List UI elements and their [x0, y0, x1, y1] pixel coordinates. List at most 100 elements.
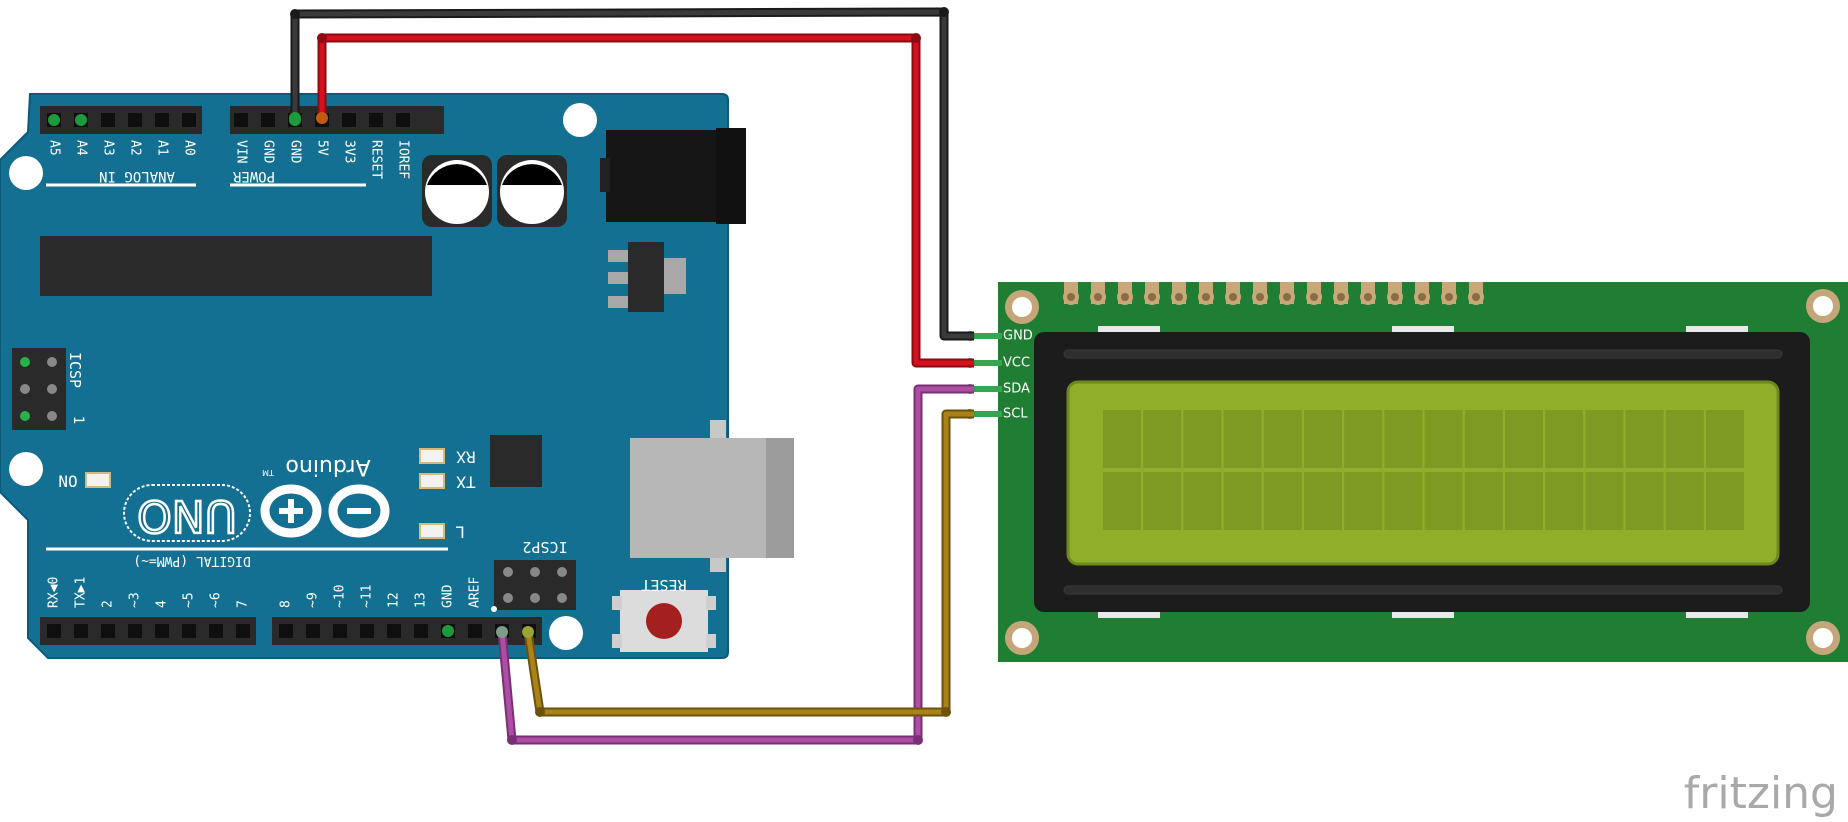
- lcd-char-cell: [1545, 410, 1584, 468]
- fritzing-watermark: fritzing: [1684, 768, 1838, 819]
- analog-pin-label: A3: [101, 140, 116, 156]
- led-tx-label: TX: [456, 473, 476, 492]
- header-pin: [387, 624, 401, 638]
- capacitor: [497, 155, 567, 227]
- analog-pin-label: A2: [128, 140, 143, 156]
- icsp-pin1-label: 1: [70, 416, 86, 424]
- uno-badge: UNO: [123, 484, 251, 542]
- lcd-char-cell: [1304, 410, 1342, 468]
- header-pin: [182, 113, 196, 127]
- header-pin: [279, 624, 293, 638]
- lcd-pin: [966, 386, 1002, 392]
- lcd-char-cell: [1706, 472, 1744, 530]
- digital-pin-label: ~5: [182, 592, 197, 608]
- lcd-char-cell: [1384, 410, 1423, 468]
- analog-in-label: ANALOG IN: [99, 168, 175, 184]
- lcd-char-cell: [1263, 472, 1302, 530]
- led-rx-label: RX: [456, 448, 476, 467]
- analog-pin-label: A4: [74, 140, 89, 156]
- lcd-top-pads: [1063, 282, 1484, 305]
- aref-marker: [491, 606, 497, 612]
- digital-pin-label: ~3: [128, 592, 143, 608]
- digital-pin-label: 2: [101, 600, 116, 608]
- lcd-pin-label-sda: SDA: [1003, 382, 1030, 397]
- lcd-char-cell: [1344, 472, 1383, 530]
- header-pin: [333, 624, 347, 638]
- power-pin-label: VIN: [234, 140, 249, 163]
- lcd-char-cell: [1665, 410, 1704, 468]
- lcd-pin-label-vcc: VCC: [1003, 356, 1030, 371]
- digital-pin-label: GND: [441, 584, 456, 608]
- header-pin: [155, 113, 169, 127]
- header-pin: [234, 113, 248, 127]
- analog-pin-label: A1: [155, 140, 170, 156]
- icsp-label: ICSP: [66, 352, 84, 388]
- digital-pin-label: 4: [155, 600, 170, 608]
- analog-header: [40, 106, 202, 134]
- header-pin: [209, 624, 223, 638]
- led-tx: [419, 473, 445, 489]
- digital-pin-label: 8: [279, 600, 294, 608]
- voltage-regulator: [608, 242, 686, 312]
- led-on: [85, 472, 111, 488]
- lcd-char-cell: [1183, 410, 1222, 468]
- power-pin-label: RESET: [369, 140, 384, 179]
- power-header: [230, 106, 444, 134]
- wires: [289, 7, 974, 745]
- header-pin: [360, 624, 374, 638]
- digital-pin-label: AREF: [468, 577, 483, 608]
- header-pin: [128, 113, 142, 127]
- lcd-char-cell: [1143, 472, 1182, 530]
- header-pin: [236, 624, 250, 638]
- header-pin: [182, 624, 196, 638]
- power-pin-label: GND: [288, 140, 303, 164]
- lcd-char-cell: [1585, 472, 1624, 530]
- usb-chip: [490, 435, 542, 487]
- lcd-char-cell: [1263, 410, 1302, 468]
- lcd-char-cell: [1505, 410, 1543, 468]
- lcd-char-cell: [1464, 410, 1503, 468]
- lcd-char-cell: [1585, 410, 1624, 468]
- digital-pin-label: ~6: [209, 592, 224, 608]
- infinity-logo-icon: [260, 484, 390, 538]
- header-pin: [101, 113, 115, 127]
- analog-pin-label: A0: [182, 140, 197, 156]
- lcd-char-cell: [1223, 472, 1262, 530]
- power-label: POWER: [232, 168, 275, 184]
- power-jack: [600, 128, 746, 224]
- capacitor: [422, 155, 492, 227]
- lcd-char-cell: [1344, 410, 1383, 468]
- digital-pin-label: ~10: [333, 585, 348, 608]
- arduino-wordmark: Arduino: [285, 454, 370, 479]
- lcd-char-cell: [1384, 472, 1423, 530]
- power-pin-label: 5V: [315, 140, 330, 156]
- arduino-board-outline: [0, 93, 729, 659]
- led-on-label: ON: [58, 472, 77, 491]
- digital-pin-label: 12: [387, 592, 402, 608]
- header-pin: [342, 113, 356, 127]
- digital-pin-label: ~11: [360, 585, 375, 608]
- digital-pin-label: 7: [236, 600, 251, 608]
- lcd-pin: [966, 333, 1002, 339]
- lcd-pin: [966, 360, 1002, 366]
- header-pin: [468, 624, 482, 638]
- header-pin: [47, 624, 61, 638]
- mounting-hole: [549, 616, 583, 650]
- reset-label: RESET: [641, 576, 686, 594]
- led-rx: [419, 448, 445, 464]
- icsp2-label: ICSP2: [522, 538, 567, 556]
- lcd-char-cell: [1103, 472, 1141, 530]
- digital-pin-label: 13: [414, 592, 429, 608]
- lcd-char-cell: [1223, 410, 1262, 468]
- lcd-char-cell: [1103, 410, 1141, 468]
- digital-pin-label: TX▶1: [74, 577, 89, 608]
- icsp-header: [12, 348, 66, 430]
- lcd-char-cell: [1304, 472, 1342, 530]
- header-pin: [396, 113, 410, 127]
- header-pin: [369, 113, 383, 127]
- lcd-char-cell: [1424, 472, 1463, 530]
- digital-pin-label: RX◀0: [47, 577, 62, 608]
- digital-pin-label: ~9: [306, 592, 321, 608]
- header-pin: [128, 624, 142, 638]
